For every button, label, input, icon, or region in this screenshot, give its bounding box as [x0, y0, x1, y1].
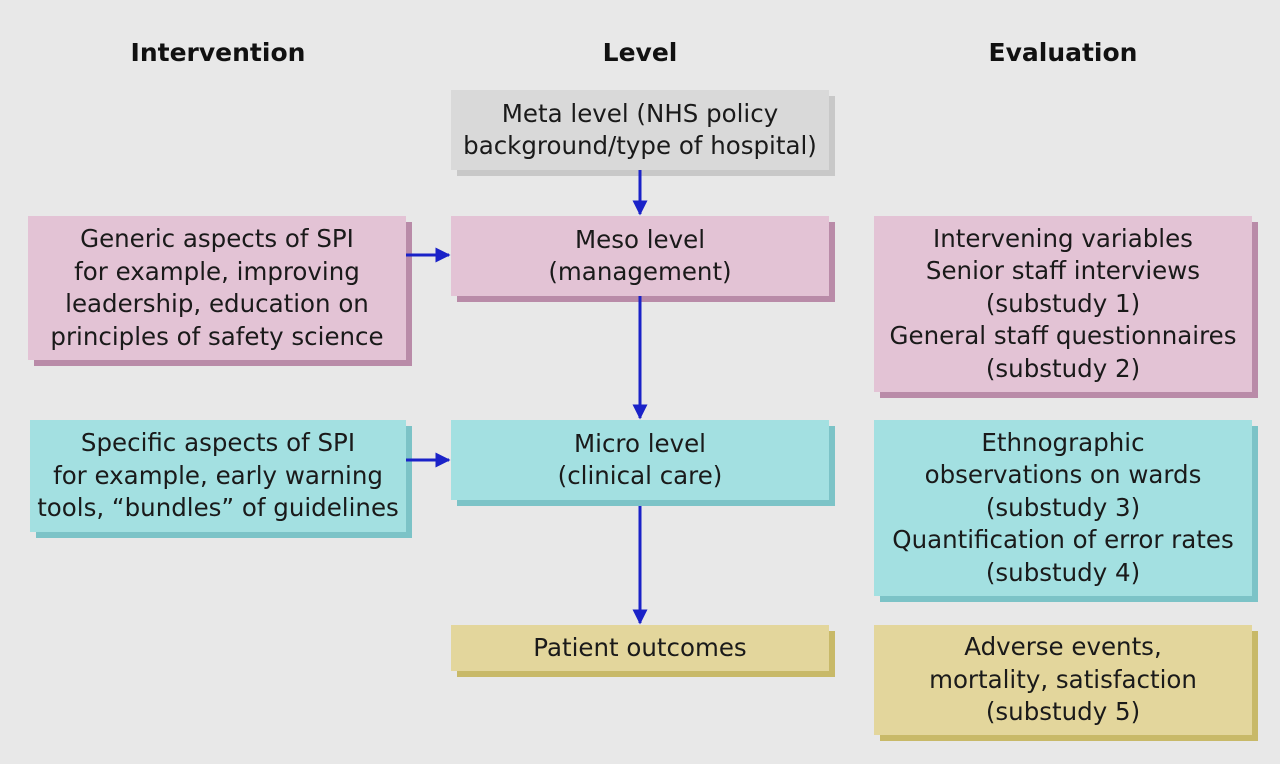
- patient-outcomes-line-1: Patient outcomes: [533, 632, 747, 662]
- ethnographic-line-3: (substudy 3): [985, 492, 1141, 522]
- micro-level-line-2: (clinical care): [557, 461, 723, 490]
- micro-level-box: Micro level (clinical care): [451, 420, 829, 500]
- meso-level-line-2: (management): [548, 257, 732, 286]
- ethnographic-box: Ethnographic observations on wards (subs…: [874, 420, 1252, 596]
- intervening-line-4: General staff questionnaires: [889, 321, 1237, 351]
- ethnographic-line-2: observations on wards: [924, 460, 1202, 490]
- adverse-line-1: Adverse events,: [964, 632, 1162, 662]
- intervening-variables-box: Intervening variables Senior staff inter…: [874, 216, 1252, 392]
- adverse-events-box: Adverse events, mortality, satisfaction …: [874, 625, 1252, 735]
- meso-level-box: Meso level (management): [451, 216, 829, 296]
- intervening-line-2: Senior staff interviews: [925, 256, 1201, 286]
- adverse-line-2: mortality, satisfaction: [929, 664, 1197, 694]
- header-evaluation: Evaluation: [988, 37, 1138, 67]
- intervening-line-3: (substudy 1): [985, 288, 1141, 318]
- meta-level-line-1: Meta level (NHS policy: [501, 98, 779, 128]
- generic-spi-line-3: leadership, education on: [65, 289, 369, 318]
- specific-spi-line-1: Specific aspects of SPI: [80, 428, 356, 458]
- intervening-line-5: (substudy 2): [985, 353, 1141, 383]
- header-intervention: Intervention: [130, 37, 306, 67]
- generic-spi-line-1: Generic aspects of SPI: [80, 224, 354, 253]
- intervening-line-1: Intervening variables: [933, 223, 1193, 253]
- specific-spi-box: Specific aspects of SPI for example, ear…: [30, 420, 406, 532]
- generic-spi-line-4: principles of safety science: [50, 321, 384, 351]
- ethnographic-line-4: Quantification of error rates: [892, 525, 1234, 555]
- specific-spi-line-3: tools, “bundles” of guidelines: [37, 493, 399, 523]
- header-level: Level: [602, 37, 678, 67]
- adverse-line-3: (substudy 5): [985, 697, 1141, 727]
- ethnographic-line-5: (substudy 4): [985, 557, 1141, 587]
- meta-level-box: Meta level (NHS policy background/type o…: [451, 90, 829, 170]
- micro-level-line-1: Micro level: [574, 428, 706, 458]
- ethnographic-line-1: Ethnographic: [981, 427, 1145, 457]
- specific-spi-line-2: for example, early warning: [53, 460, 383, 490]
- generic-spi-line-2: for example, improving: [74, 256, 360, 286]
- meta-level-line-2: background/type of hospital): [463, 131, 817, 160]
- meso-level-line-1: Meso level: [574, 224, 705, 254]
- patient-outcomes-box: Patient outcomes: [451, 625, 829, 671]
- generic-spi-box: Generic aspects of SPI for example, impr…: [28, 216, 406, 360]
